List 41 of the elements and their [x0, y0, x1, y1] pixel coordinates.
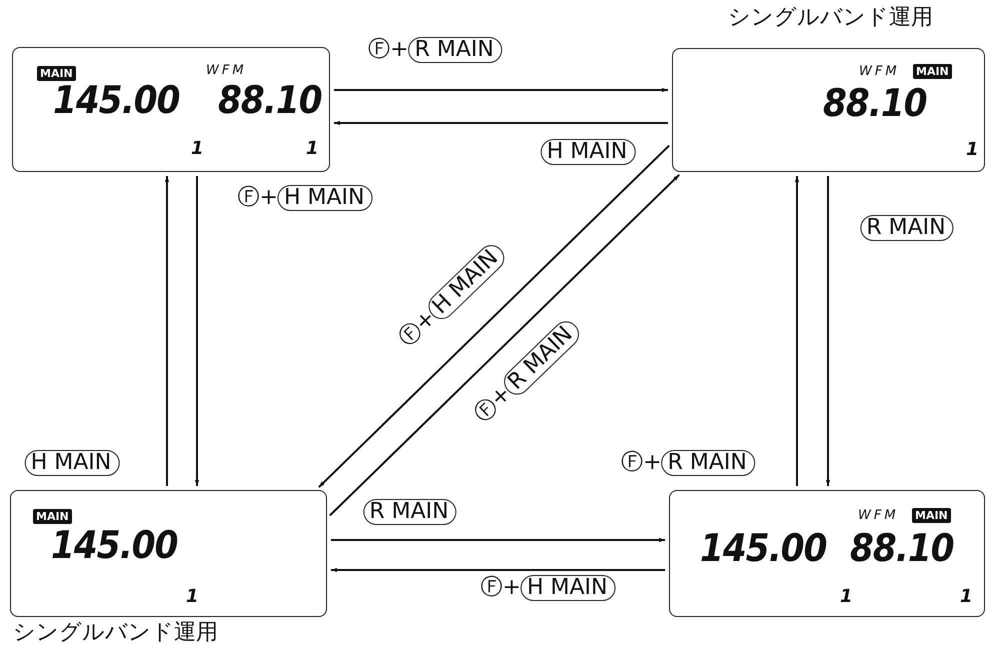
lcd-display: [669, 490, 985, 617]
arrow: [826, 176, 830, 486]
mode-caption: シングルバンド運用: [13, 622, 218, 644]
mode-indicator: MAIN: [33, 509, 72, 524]
channel-digit: 1: [186, 588, 199, 606]
mode-indicator: MAIN: [37, 66, 76, 81]
arrow: [794, 176, 800, 486]
edge-label: H MAIN: [24, 450, 120, 476]
mode-label: WFM: [206, 64, 247, 77]
frequency-readout: 88.10: [823, 84, 927, 122]
arrow: [331, 568, 665, 572]
channel-digit: 1: [966, 141, 979, 159]
arrow: [334, 88, 668, 92]
arrow: [318, 144, 670, 488]
mode-caption: シングルバンド運用: [728, 7, 933, 29]
frequency-readout: 145.00: [51, 526, 178, 564]
edge-label: R MAIN: [860, 215, 954, 241]
frequency-readout: 88.10: [218, 81, 322, 119]
edge-label: H MAIN: [540, 139, 636, 165]
arrow: [334, 120, 668, 126]
mode-indicator: MAIN: [912, 508, 951, 523]
mode-indicator: MAIN: [913, 64, 952, 79]
edge-label: Ⓕ+H MAIN: [480, 575, 616, 601]
frequency-readout: 145.00: [700, 529, 827, 567]
frequency-readout: 145.00: [53, 81, 180, 119]
mode-label: WFM: [859, 65, 900, 78]
arrow: [164, 176, 170, 486]
arrow: [331, 538, 665, 542]
lcd-display: [12, 47, 330, 172]
channel-digit: 1: [191, 140, 204, 158]
arrow: [194, 176, 200, 486]
frequency-readout: 88.10: [850, 529, 954, 567]
channel-digit: 1: [306, 140, 319, 158]
channel-digit: 1: [840, 588, 853, 606]
edge-label: R MAIN: [363, 499, 457, 525]
mode-label: WFM: [858, 509, 899, 522]
edge-label: Ⓕ+R MAIN: [368, 37, 502, 63]
arrow: [329, 174, 680, 516]
edge-label: Ⓕ+H MAIN: [238, 185, 372, 211]
edge-label: Ⓕ+R MAIN: [621, 450, 755, 476]
channel-digit: 1: [960, 588, 973, 606]
